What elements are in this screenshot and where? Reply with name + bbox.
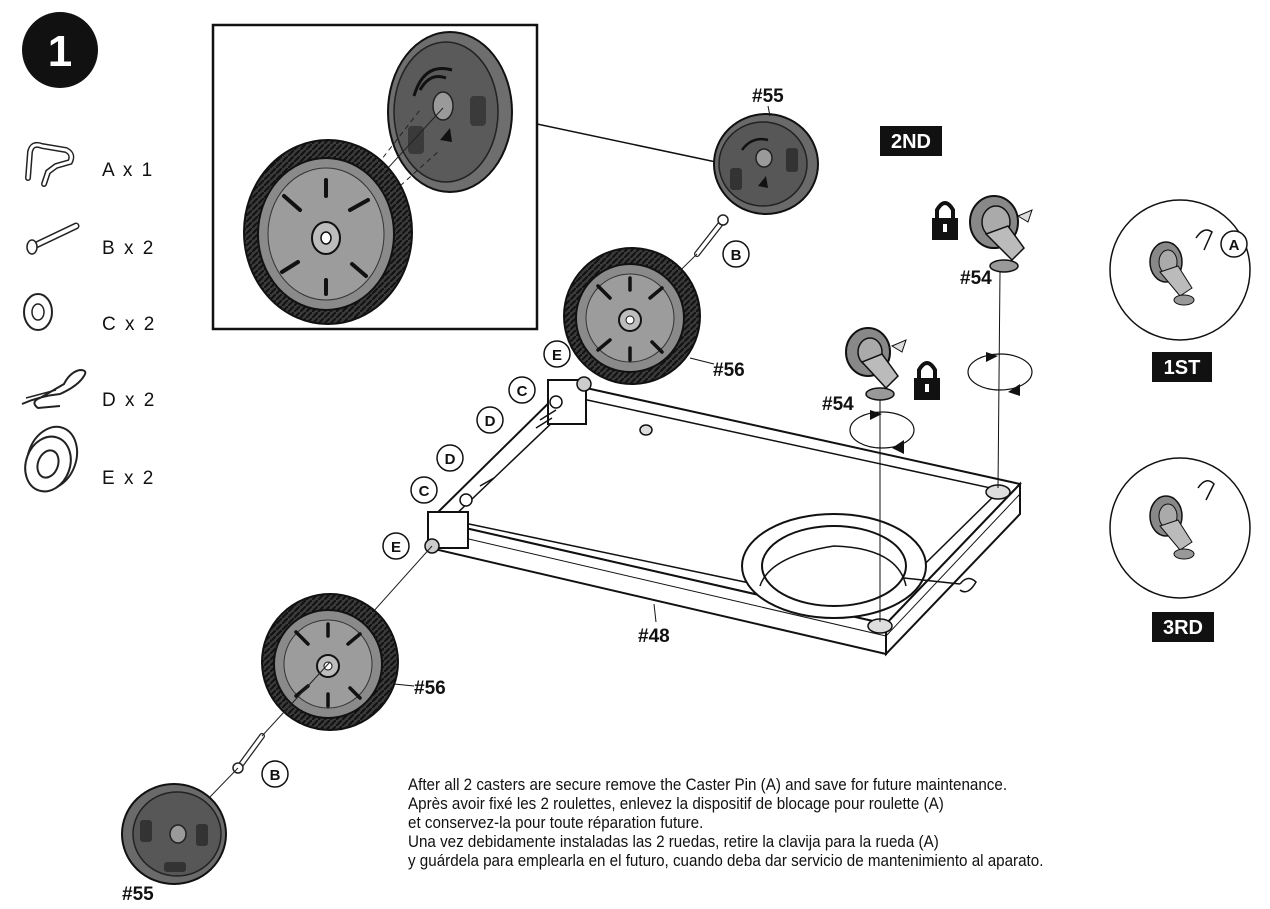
svg-text:2ND: 2ND [891,131,931,153]
frame-label: #48 [638,626,670,647]
badge-1st: 1ST [1152,352,1212,382]
detail-circle-1st [1109,199,1251,341]
axle-bolt-icon [26,222,80,255]
instruction-line-en: After all 2 casters are secure remove th… [408,776,1008,794]
step-number: 1 [48,27,72,76]
hubcap-top [713,113,819,215]
badge-3rd: 3RD [1152,612,1214,642]
svg-text:C: C [419,483,430,500]
instruction-line-fr-1: Après avoir fixé les 2 roulettes, enleve… [408,795,944,813]
instruction-line-es-2: y guárdela para emplearla en el futuro, … [408,852,1044,870]
callout-c-left: C [410,476,438,504]
washer-icon [23,293,53,331]
frame [427,379,1022,657]
svg-text:3RD: 3RD [1163,617,1203,639]
hardware-top [535,376,592,429]
instruction-line-es-1: Una vez debidamente instaladas las 2 rue… [408,833,939,851]
svg-text:A: A [1229,237,1240,254]
callout-e-top: E [543,340,571,368]
caster-pin-icon [25,141,75,187]
svg-text:1ST: 1ST [1164,357,1201,379]
caster-back [969,195,1033,489]
part-d-label: D x 2 [102,390,156,411]
svg-text:B: B [731,247,742,264]
callout-b-top: B [722,240,750,268]
hubcap-top-label: #55 [752,86,784,107]
svg-text:B: B [270,767,281,784]
instructions: After all 2 casters are secure remove th… [408,776,1162,871]
inset-wheel [243,139,413,325]
part-c-label: C x 2 [102,314,156,335]
svg-text:D: D [445,451,456,468]
cotter-pin-icon [21,368,87,410]
wheel-detail-inset [211,23,717,331]
svg-text:E: E [391,539,401,556]
callout-c-top: C [508,376,536,404]
parts-list: A x 1 B x 2 C x 2 D x 2 E x 2 [21,141,156,493]
hubcap-bottom [121,783,227,885]
svg-text:C: C [517,383,528,400]
instruction-line-fr-2: et conservez-la pour toute réparation fu… [408,814,704,832]
part-b-label: B x 2 [102,238,155,259]
callout-a-detail: A [1220,230,1248,258]
callout-d-left: D [436,444,464,472]
part-e-label: E x 2 [102,468,155,489]
caster-front-label: #54 [822,394,854,415]
spacer-ring-icon [24,425,79,493]
caster-back-label: #54 [960,268,992,289]
wheel-top-label: #56 [713,360,745,381]
callout-d-top: D [476,406,504,434]
step-badge: 1 [22,12,98,88]
detail-circle-3rd [1109,457,1251,599]
callout-b-bottom: B [261,760,289,788]
badge-2nd: 2ND [880,126,942,156]
callout-e-left: E [382,532,410,560]
svg-text:E: E [552,347,562,364]
rotate-arrow-front [849,410,915,454]
inset-hubcap [387,31,513,193]
hubcap-bottom-label: #55 [122,884,154,905]
lock-icon-back [932,201,958,240]
lock-icon-front [914,361,940,400]
rotate-arrow-back [967,352,1033,396]
wheel-bottom-label: #56 [414,678,446,699]
wheel-top [563,247,701,385]
caster-front [845,327,907,622]
svg-text:D: D [485,413,496,430]
part-a-label: A x 1 [102,160,154,181]
